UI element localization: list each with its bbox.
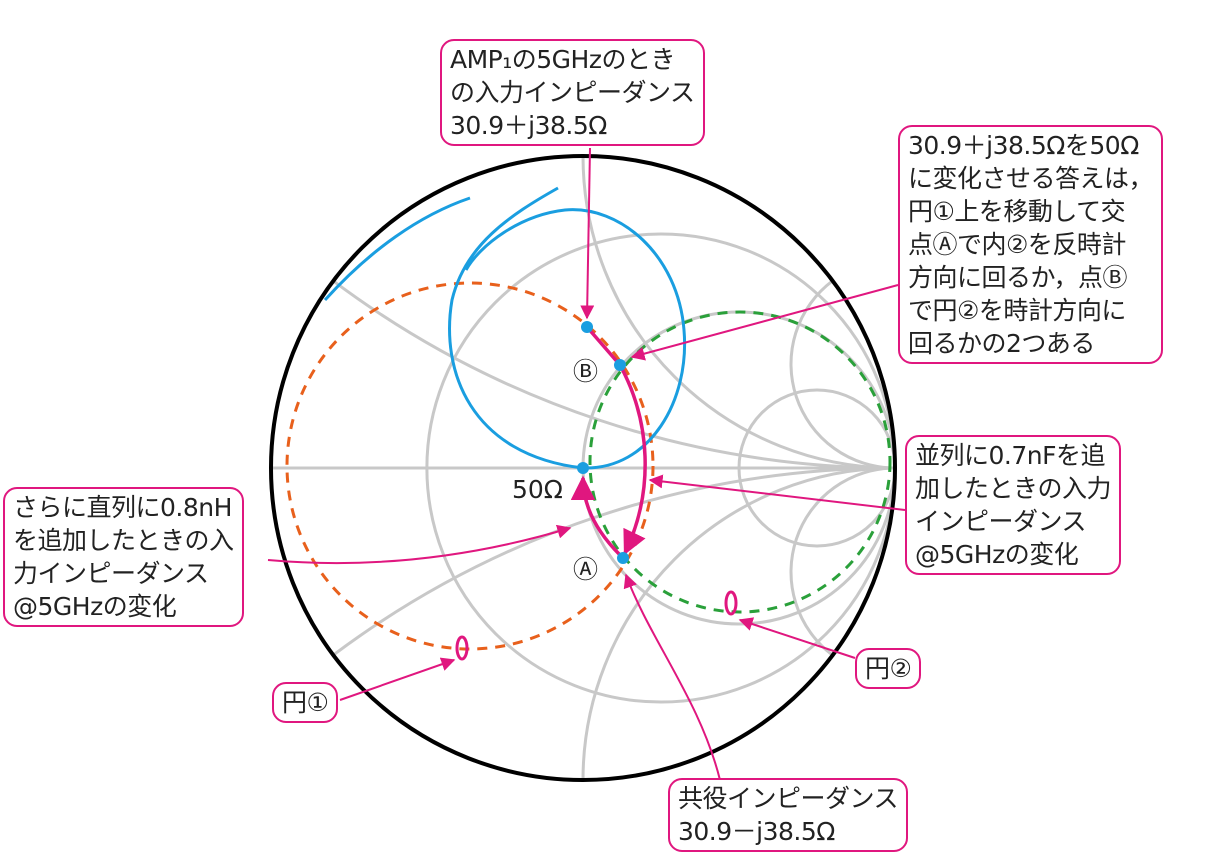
reactance-arc bbox=[581, 466, 896, 781]
callout-line: 30.9－j38.5Ω bbox=[678, 817, 835, 846]
arrow-series bbox=[267, 524, 572, 565]
blue-trace-loop bbox=[448, 186, 687, 470]
callout-line: @5GHzの変化 bbox=[13, 592, 177, 621]
arrow-conjugate bbox=[623, 573, 721, 781]
parallel-path bbox=[585, 325, 647, 556]
callout-line: さらに直列に0.8nH bbox=[13, 493, 232, 522]
callout-line: に変化させる答えは， bbox=[908, 164, 1154, 193]
circle-2-green-dashed bbox=[588, 310, 892, 614]
callout-line: を追加したときの入 bbox=[13, 526, 234, 555]
callout-parallel: 並列に0.7nFを追 加したときの入力 インピーダンス @5GHzの変化 bbox=[905, 435, 1122, 575]
callout-answer: 30.9＋j38.5Ωを50Ω に変化させる答えは， 円①上を移動して交 点Ⓐで… bbox=[898, 125, 1164, 364]
callout-line: の入力インピーダンス bbox=[450, 78, 695, 107]
callout-line: @5GHzの変化 bbox=[915, 540, 1079, 569]
callout-line: 30.9＋j38.5Ω bbox=[450, 111, 607, 140]
arrow-circle1 bbox=[339, 657, 456, 701]
reactance-arc bbox=[789, 466, 896, 657]
callout-line: 並列に0.7nFを追 bbox=[915, 441, 1105, 470]
point-a bbox=[617, 552, 629, 564]
arrow-amp-input bbox=[580, 147, 595, 320]
callout-line: インピーダンス bbox=[915, 507, 1087, 536]
arrow-answer bbox=[630, 284, 899, 361]
callout-line: 回るかの2つある bbox=[908, 329, 1095, 358]
circle-1-marker bbox=[455, 635, 469, 661]
point-b bbox=[614, 359, 626, 371]
label-point-b: Ⓑ bbox=[573, 357, 599, 386]
label-point-a: Ⓐ bbox=[573, 555, 599, 584]
point-50-ohm bbox=[577, 462, 589, 474]
callout-line: 共役インピーダンス bbox=[678, 784, 899, 813]
circle-1-orange-dashed bbox=[285, 281, 655, 651]
callout-line: 方向に回るか，点Ⓑ bbox=[908, 263, 1128, 292]
smith-outline bbox=[269, 154, 897, 782]
callout-circle2: 円② bbox=[855, 648, 922, 689]
callout-line: で円②を時計方向に bbox=[908, 296, 1126, 325]
blue-trace-outer bbox=[323, 196, 471, 302]
callout-line: 点Ⓐで内②を反時計 bbox=[908, 230, 1126, 259]
circle-2-marker bbox=[724, 590, 738, 616]
callout-series: さらに直列に0.8nH を追加したときの入 力インピーダンス @5GHzの変化 bbox=[3, 487, 244, 627]
callout-line: 力インピーダンス bbox=[13, 559, 209, 588]
callout-conjugate: 共役インピーダンス 30.9－j38.5Ω bbox=[668, 778, 909, 852]
arrow-parallel bbox=[648, 474, 906, 511]
reactance-arc bbox=[789, 279, 896, 470]
callout-line: 円①上を移動して交 bbox=[908, 197, 1126, 226]
callout-line: 円① bbox=[282, 688, 329, 717]
callout-circle1: 円① bbox=[272, 682, 339, 723]
reactance-arc bbox=[332, 279, 896, 470]
series-path bbox=[570, 475, 622, 557]
callout-amp-input: AMP₁の5GHzのとき の入力インピーダンス 30.9＋j38.5Ω bbox=[440, 39, 705, 146]
callout-line: 30.9＋j38.5Ωを50Ω bbox=[908, 131, 1139, 160]
label-50-ohm: 50Ω bbox=[512, 475, 563, 504]
amp-input-point bbox=[581, 321, 593, 333]
callout-line: 加したときの入力 bbox=[915, 474, 1112, 503]
callout-line: 円② bbox=[865, 654, 912, 683]
arrow-circle2 bbox=[738, 617, 856, 659]
callout-line: AMP₁の5GHzのとき bbox=[450, 45, 675, 74]
reactance-arc bbox=[581, 155, 896, 470]
